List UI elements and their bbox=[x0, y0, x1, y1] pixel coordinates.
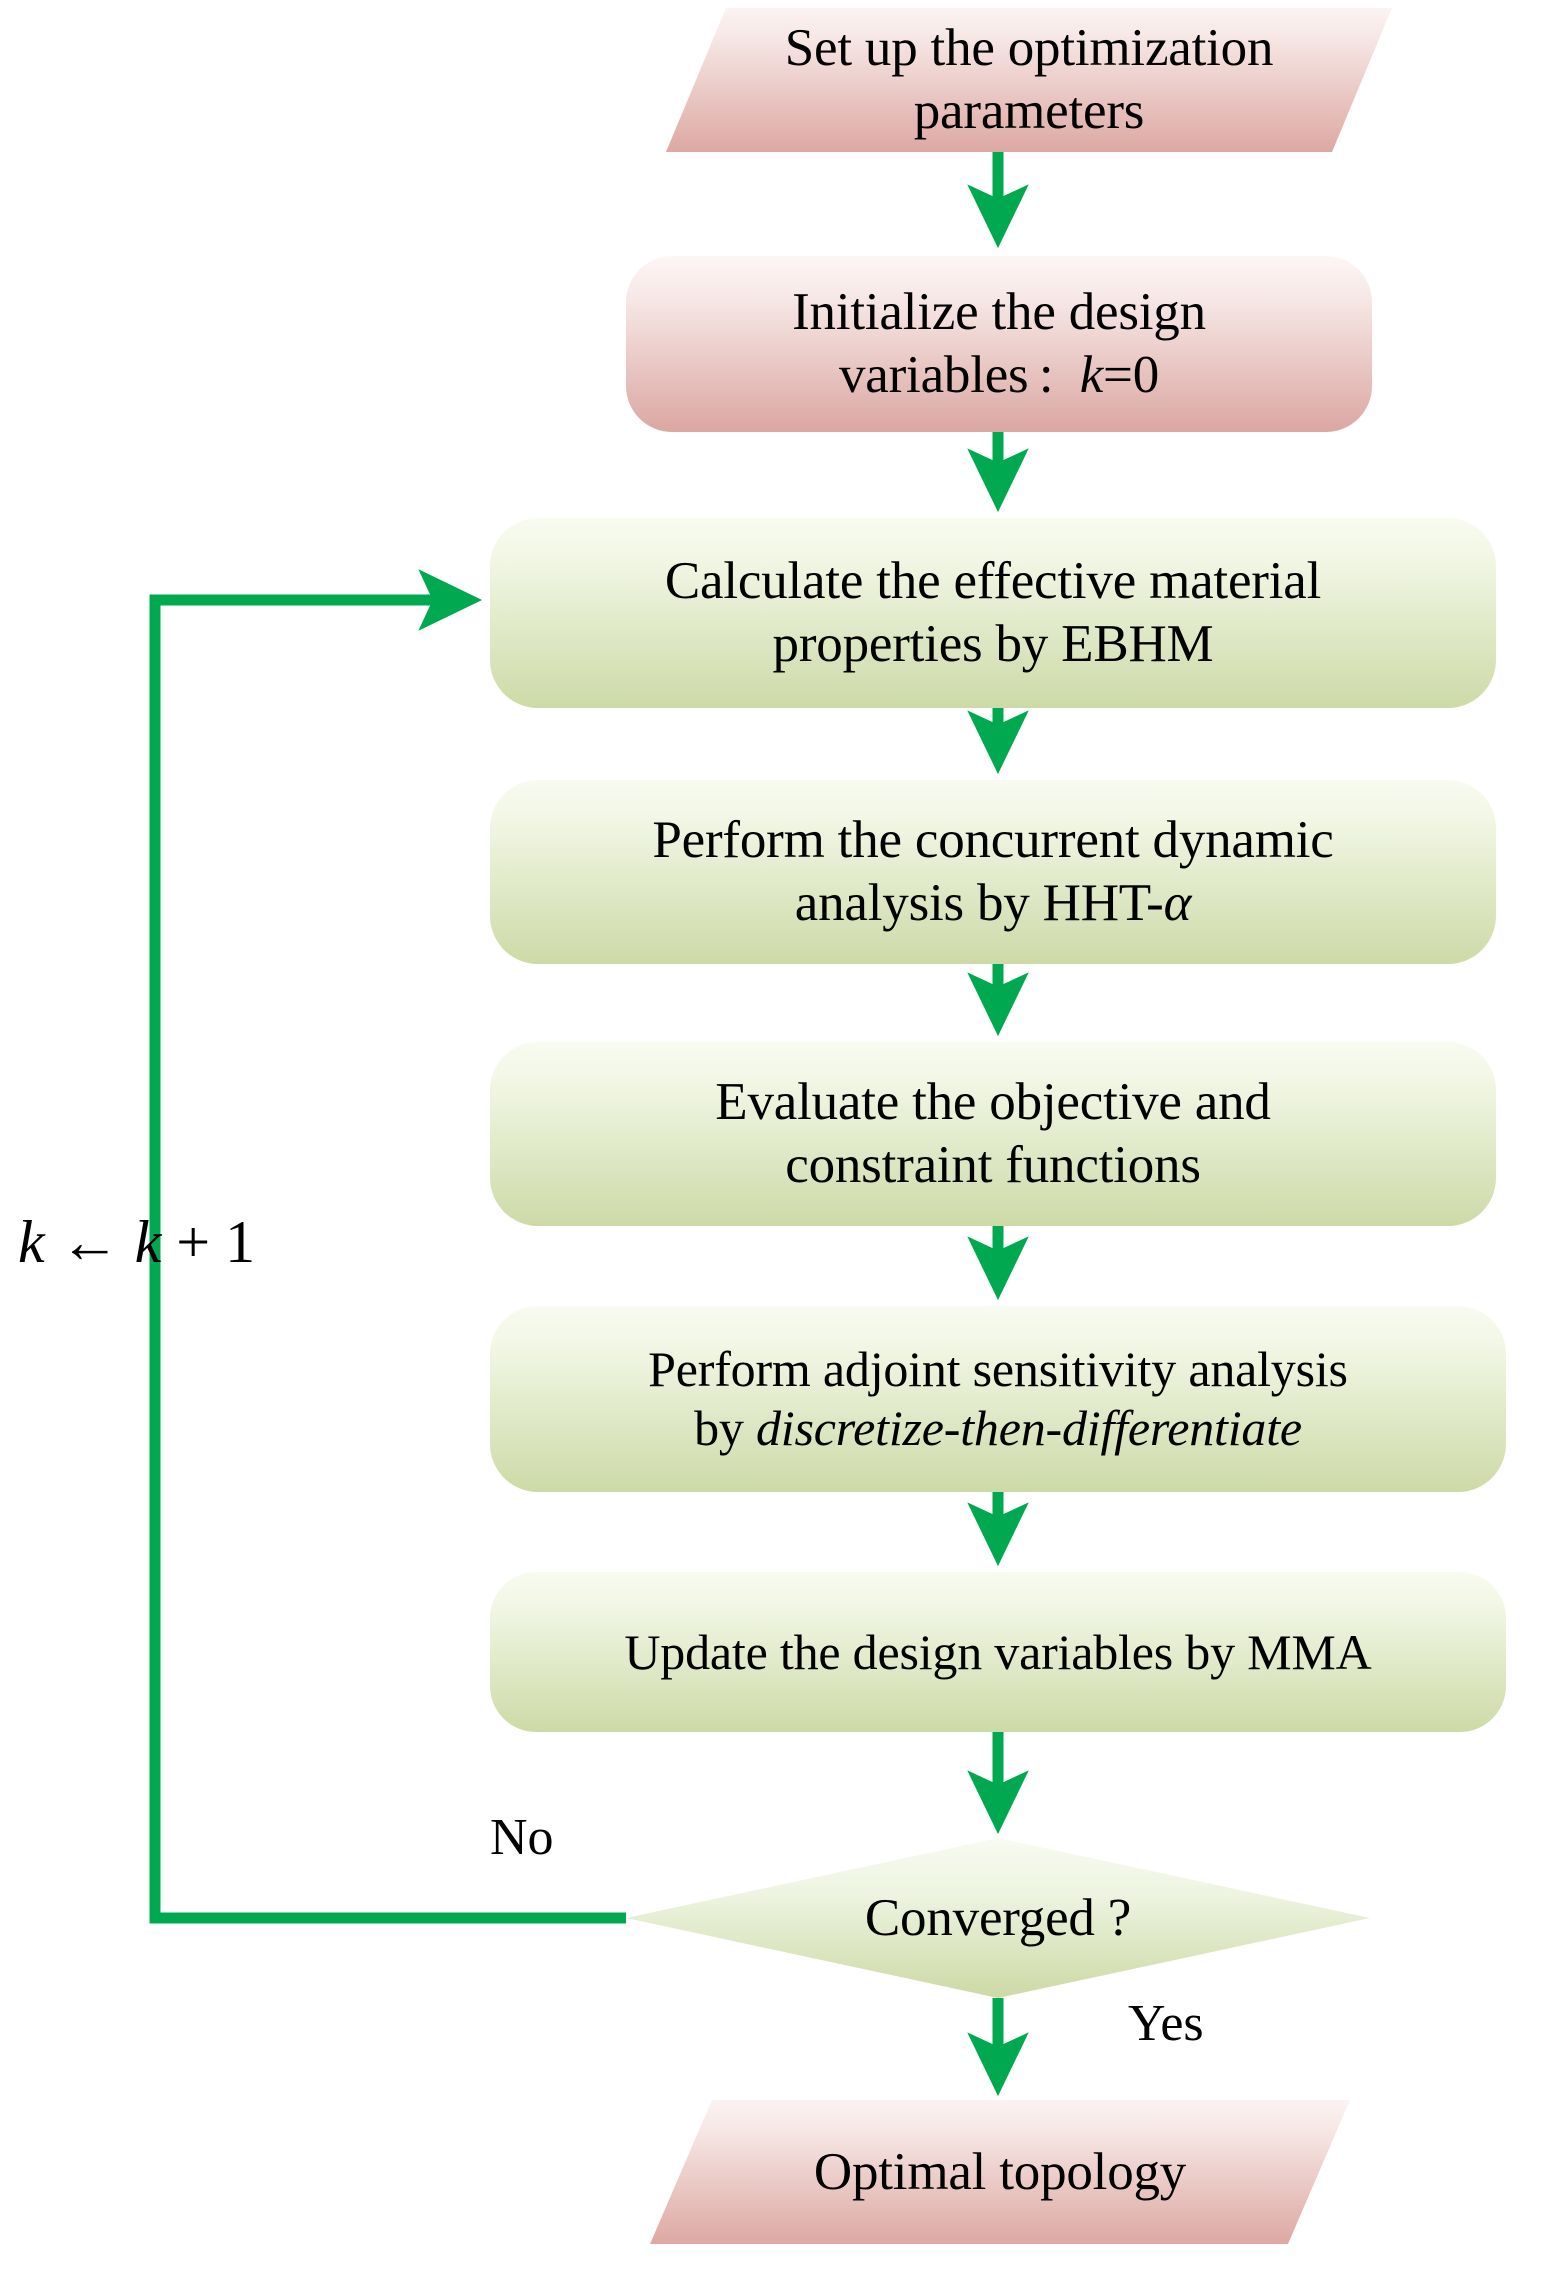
increment-one: 1 bbox=[225, 1209, 256, 1275]
edge-label-no: No bbox=[490, 1809, 554, 1866]
node-sensitivity-shape bbox=[490, 1306, 1506, 1492]
increment-arrow-icon: ← bbox=[59, 1209, 120, 1275]
node-optimal-shape bbox=[650, 2100, 1350, 2244]
node-converged-shape bbox=[626, 1838, 1370, 1998]
increment-plus: + bbox=[176, 1209, 211, 1275]
node-ebhm-shape bbox=[490, 518, 1496, 708]
increment-k2: k bbox=[134, 1209, 162, 1275]
node-initialize-shape bbox=[626, 256, 1372, 432]
edge-label-increment: k ← k + 1 bbox=[18, 1212, 255, 1272]
edge-label-yes: Yes bbox=[1128, 1995, 1204, 2052]
node-evaluate-shape bbox=[490, 1042, 1496, 1226]
increment-k1: k bbox=[18, 1209, 45, 1275]
node-dynamic-shape bbox=[490, 780, 1496, 964]
edge-converged-no-loop bbox=[149, 569, 626, 1924]
node-setup-shape bbox=[666, 8, 1392, 152]
node-update-shape bbox=[490, 1572, 1506, 1732]
